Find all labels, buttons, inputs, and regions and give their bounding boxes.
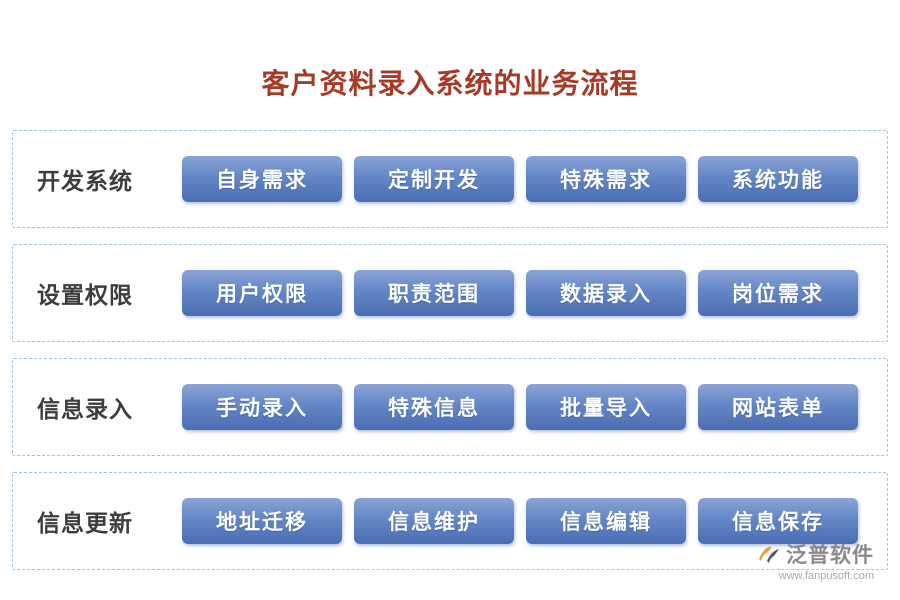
flow-node: 定制开发 — [354, 156, 514, 202]
flow-row-info-update: 信息更新 地址迁移 信息维护 信息编辑 信息保存 — [12, 472, 888, 570]
flow-node: 岗位需求 — [698, 270, 858, 316]
fanpu-logo-icon — [757, 543, 781, 565]
button-group: 用户权限 职责范围 数据录入 岗位需求 — [182, 270, 863, 316]
row-label: 设置权限 — [37, 283, 133, 308]
flow-node: 职责范围 — [354, 270, 514, 316]
flow-rows: 开发系统 自身需求 定制开发 特殊需求 系统功能 设置权限 用户权限 职责范围 … — [10, 130, 890, 570]
flow-node: 特殊信息 — [354, 384, 514, 430]
flow-row-develop-system: 开发系统 自身需求 定制开发 特殊需求 系统功能 — [12, 130, 888, 228]
flow-node: 自身需求 — [182, 156, 342, 202]
flow-node: 用户权限 — [182, 270, 342, 316]
flow-node: 特殊需求 — [526, 156, 686, 202]
row-label: 开发系统 — [37, 169, 133, 194]
flow-row-set-permissions: 设置权限 用户权限 职责范围 数据录入 岗位需求 — [12, 244, 888, 342]
flow-row-info-entry: 信息录入 手动录入 特殊信息 批量导入 网站表单 — [12, 358, 888, 456]
button-group: 地址迁移 信息维护 信息编辑 信息保存 — [182, 498, 863, 544]
flow-node: 信息编辑 — [526, 498, 686, 544]
flow-node: 信息保存 — [698, 498, 858, 544]
flow-node: 系统功能 — [698, 156, 858, 202]
button-group: 手动录入 特殊信息 批量导入 网站表单 — [182, 384, 863, 430]
brand-name: 泛普软件 — [786, 543, 874, 567]
flow-node: 数据录入 — [526, 270, 686, 316]
row-label: 信息录入 — [37, 397, 133, 422]
footer-brand: 泛普软件 www.fanpusoft.com — [757, 539, 874, 582]
flow-node: 手动录入 — [182, 384, 342, 430]
flow-node: 地址迁移 — [182, 498, 342, 544]
flow-node: 批量导入 — [526, 384, 686, 430]
page-title: 客户资料录入系统的业务流程 — [261, 69, 639, 100]
flow-node: 网站表单 — [698, 384, 858, 430]
button-group: 自身需求 定制开发 特殊需求 系统功能 — [182, 156, 863, 202]
brand-url: www.fanpusoft.com — [778, 570, 874, 582]
row-label: 信息更新 — [37, 511, 133, 536]
flow-node: 信息维护 — [354, 498, 514, 544]
